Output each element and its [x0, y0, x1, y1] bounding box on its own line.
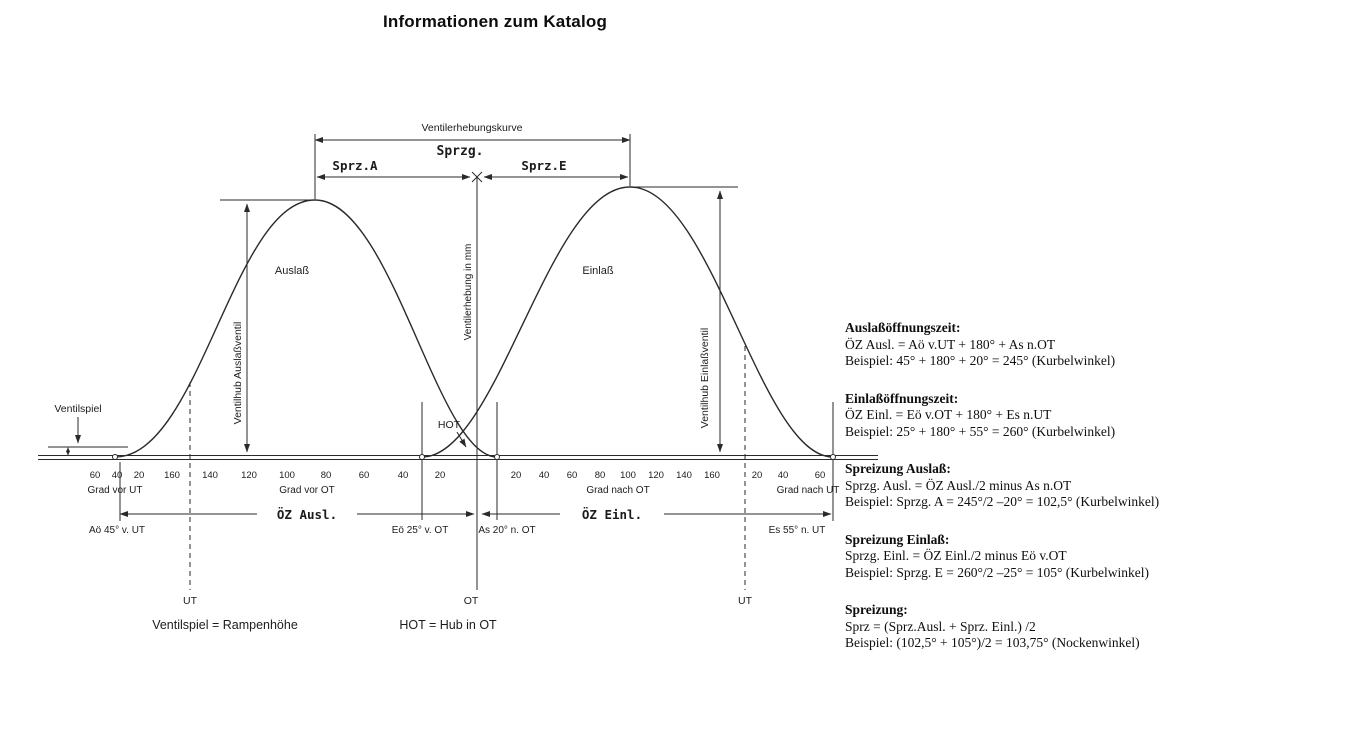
axis-tick: 60: [815, 470, 826, 481]
page-title: Informationen zum Katalog: [382, 12, 608, 31]
axis-tick: 20: [752, 470, 763, 481]
formula-line: ÖZ Einl. = Eö v.OT + 180° + Es n.UT: [845, 407, 1052, 422]
grad-vor-ot-label: Grad vor OT: [279, 485, 335, 496]
grad-vor-ut-label: Grad vor UT: [87, 485, 142, 496]
formula-example: Beispiel: 25° + 180° + 55° = 260° (Kurbe…: [845, 423, 1116, 439]
legend-hot: HOT = Hub in OT: [399, 618, 497, 632]
sprzg-label: Sprzg.: [437, 144, 484, 159]
formula-section-spreizung-einlass: Spreizung Einlaß: Sprzg. Einl. = ÖZ Einl…: [845, 532, 1345, 582]
axis-tick: 160: [704, 470, 720, 481]
axis-baseline: [38, 455, 878, 460]
axis-tick: 20: [435, 470, 446, 481]
center-cross-mark: [471, 171, 483, 183]
ut-right-label: UT: [738, 595, 753, 607]
formula-line: Sprzg. Einl. = ÖZ Einl./2 minus Eö v.OT: [845, 548, 1067, 563]
axis-tick: 20: [511, 470, 522, 481]
axis-tick: 120: [648, 470, 664, 481]
sprz-e-label: Sprz.E: [521, 158, 566, 173]
axis-tick: 100: [279, 470, 295, 481]
ventilhub-einlass-label: Ventilhub Einlaßventil: [699, 328, 711, 428]
valve-lift-arrows: [220, 186, 738, 453]
axis-tick: 60: [90, 470, 101, 481]
axis-tick: 160: [164, 470, 180, 481]
axis-tick: 60: [359, 470, 370, 481]
axis-tick: 140: [676, 470, 692, 481]
formula-example: Beispiel: Sprzg. E = 260°/2 –25° = 105° …: [845, 564, 1150, 580]
formula-heading: Spreizung Auslaß:: [845, 461, 951, 476]
formula-heading: Spreizung:: [845, 602, 908, 617]
formula-section-auslassoeffnungszeit: Auslaßöffnungszeit: ÖZ Ausl. = Aö v.UT +…: [845, 320, 1345, 370]
axis-tick: 40: [398, 470, 409, 481]
einlass-label: Einlaß: [582, 265, 613, 277]
formula-panel: Auslaßöffnungszeit: ÖZ Ausl. = Aö v.UT +…: [845, 320, 1345, 673]
y-axis-label: Ventilerhebung in mm: [463, 244, 474, 341]
formula-section-spreizung-auslass: Spreizung Auslaß: Sprzg. Ausl. = ÖZ Ausl…: [845, 461, 1345, 511]
hot-label: HOT: [438, 419, 461, 431]
ventilhub-auslass-label: Ventilhub Auslaßventil: [232, 322, 244, 425]
formula-heading: Einlaßöffnungszeit:: [845, 390, 959, 406]
axis-tick: 40: [112, 470, 123, 481]
axis-tick: 40: [539, 470, 550, 481]
as-event-label: As 20° n. OT: [478, 525, 535, 536]
einlass-curve: [421, 186, 834, 458]
ut-left-label: UT: [183, 595, 198, 607]
grad-nach-ut-label: Grad nach UT: [777, 485, 840, 496]
axis-tick: 40: [778, 470, 789, 481]
axis-ticks: 60 40 20 160 140 120 100 80 60 40 20 20 …: [90, 470, 826, 481]
axis-tick: 80: [321, 470, 332, 481]
formula-section-einlassoeffnungszeit: Einlaßöffnungszeit: ÖZ Einl. = Eö v.OT +…: [845, 391, 1345, 441]
valve-lift-curves: [114, 186, 834, 458]
axis-tick: 100: [620, 470, 636, 481]
oz-einl-label: ÖZ Einl.: [582, 507, 642, 522]
sprz-a-label: Sprz.A: [332, 158, 378, 173]
formula-line: Sprzg. Ausl. = ÖZ Ausl./2 minus As n.OT: [845, 477, 1072, 493]
axis-tick: 20: [134, 470, 145, 481]
hot-pointer: [456, 431, 467, 448]
baseline-point-circles: [112, 454, 836, 460]
axis-tick: 120: [241, 470, 257, 481]
aoe-event-label: Aö 45° v. UT: [89, 525, 145, 536]
ventilspiel-indicator: [48, 417, 128, 456]
eoe-event-label: Eö 25° v. OT: [392, 525, 449, 536]
formula-heading: Spreizung Einlaß:: [845, 531, 950, 547]
valve-timing-diagram: Ventilerhebungskurve Sprzg. Sprz.A Sprz.…: [38, 122, 878, 632]
ot-center-label: OT: [464, 595, 479, 607]
formula-heading: Auslaßöffnungszeit:: [845, 320, 961, 335]
legend-ventilspiel: Ventilspiel = Rampenhöhe: [152, 618, 298, 632]
auslass-label: Auslaß: [275, 265, 310, 277]
curve-title-label: Ventilerhebungskurve: [422, 122, 523, 134]
top-dimension-lines: [314, 134, 631, 199]
ventilspiel-label: Ventilspiel: [54, 403, 101, 415]
formula-example: Beispiel: 45° + 180° + 20° = 245° (Kurbe…: [845, 353, 1116, 368]
formula-section-spreizung: Spreizung: Sprz = (Sprz.Ausl. + Sprz. Ei…: [845, 602, 1345, 652]
es-event-label: Es 55° n. UT: [769, 525, 826, 536]
formula-example: Beispiel: (102,5° + 105°)/2 = 103,75° (N…: [845, 635, 1140, 650]
formula-line: Sprz = (Sprz.Ausl. + Sprz. Einl.) /2: [845, 618, 1036, 634]
axis-tick: 140: [202, 470, 218, 481]
axis-tick: 80: [595, 470, 606, 481]
axis-tick: 60: [567, 470, 578, 481]
formula-example: Beispiel: Sprzg. A = 245°/2 –20° = 102,5…: [845, 494, 1160, 509]
oz-ausl-label: ÖZ Ausl.: [277, 507, 337, 522]
grad-nach-ot-label: Grad nach OT: [586, 485, 649, 496]
formula-line: ÖZ Ausl. = Aö v.UT + 180° + As n.OT: [845, 336, 1056, 352]
